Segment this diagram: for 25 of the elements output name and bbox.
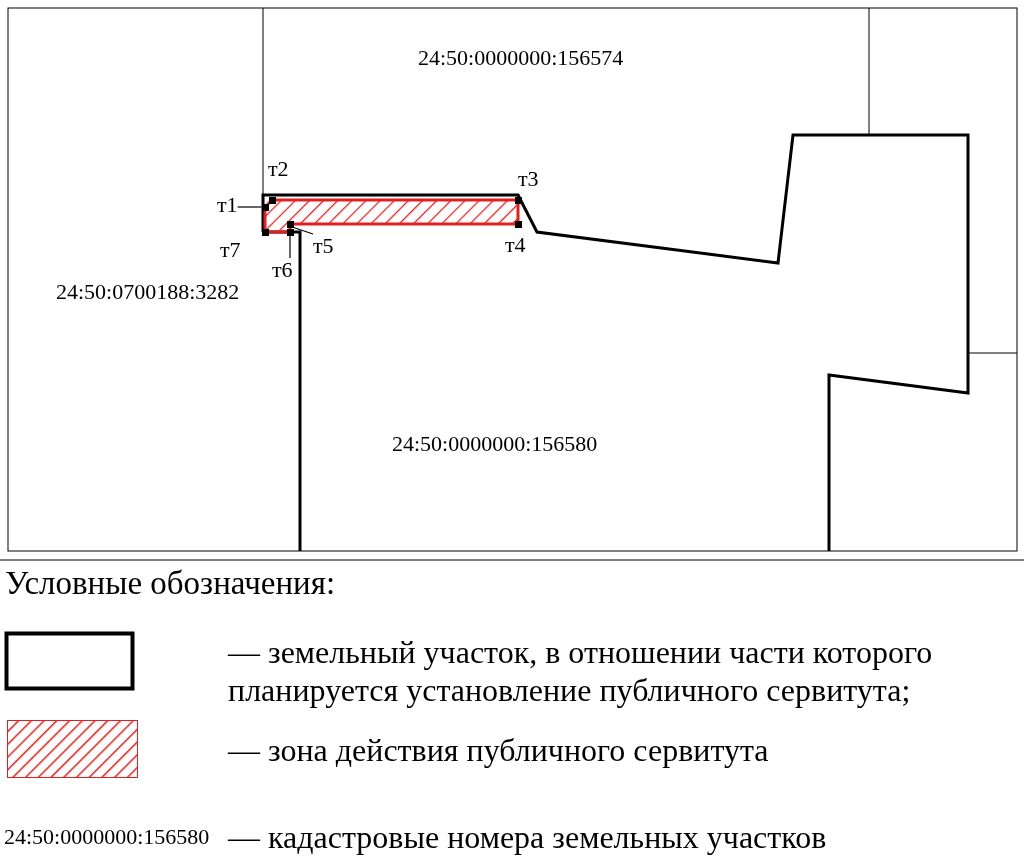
legend-text: — земельный участок, в отношении части которого планируется установление публичного сервитута; — [228, 633, 934, 709]
legend-text: — кадастровые номера земельных участков — [228, 818, 828, 856]
parcel-number: 24:50:0000000:156580 — [392, 432, 598, 457]
point-label: т4 — [505, 233, 526, 258]
boundary-point-marker — [268, 196, 276, 204]
boundary-point-marker — [261, 203, 269, 211]
point-label: т1 — [217, 193, 238, 218]
legend-text: — зона действия публичного сервитута — [228, 731, 770, 769]
parcel-number: 24:50:0700188:3282 — [56, 280, 240, 305]
point-label: т6 — [272, 258, 293, 283]
boundary-point-marker — [286, 228, 294, 236]
point-label: т5 — [313, 234, 334, 259]
point-label: т2 — [268, 157, 289, 182]
boundary-point-marker — [514, 220, 522, 228]
point-label: т3 — [518, 167, 539, 192]
boundary-point-marker — [514, 196, 522, 204]
legend-title: Условные обозначения: — [5, 565, 336, 602]
parcel-number: 24:50:0000000:156574 — [418, 46, 624, 71]
leader-line — [289, 234, 291, 259]
point-label: т7 — [220, 238, 241, 263]
boundary-point-marker — [286, 220, 294, 228]
boundary-point-marker — [261, 228, 269, 236]
parcel-number-sample: 24:50:0000000:156580 — [4, 825, 210, 850]
leader-line — [292, 226, 314, 235]
leader-line — [237, 206, 263, 208]
